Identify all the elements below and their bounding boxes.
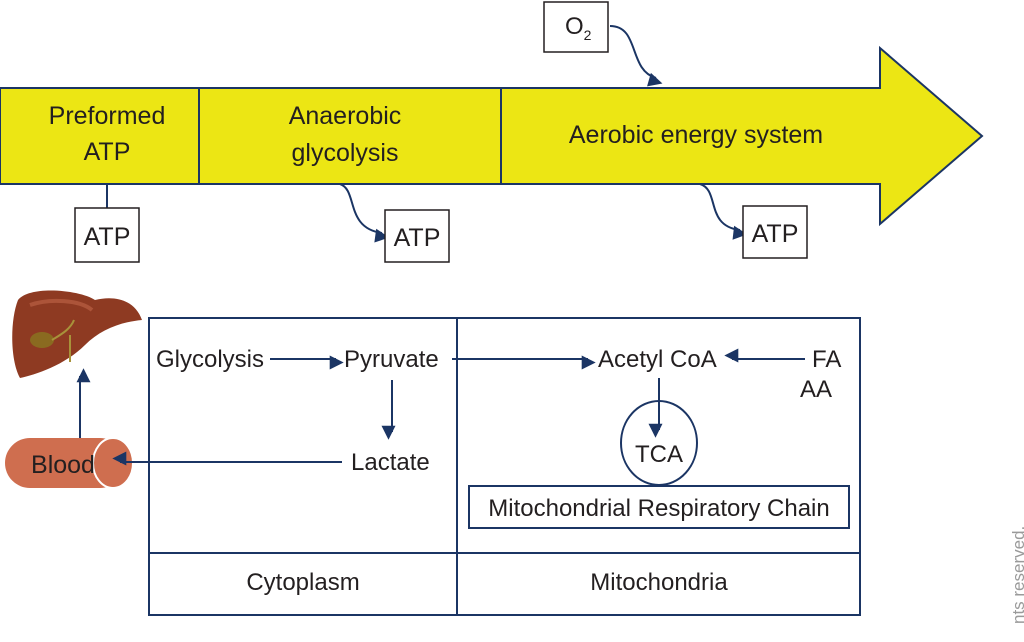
tca-label: TCA (635, 441, 683, 468)
atp-box-preformed (74, 207, 140, 263)
stage-preformed-line2: ATP (84, 138, 131, 166)
energy-timeline-arrow (0, 45, 984, 227)
acetyl-coa-label: Acetyl CoA (598, 346, 717, 373)
stage-anaerobic-line1: Anaerobic (289, 102, 402, 130)
atp-box-anaerobic (384, 209, 450, 263)
anaerobic-atp-arrow (339, 183, 390, 243)
fa-label: FA (812, 346, 841, 373)
lactate-label: Lactate (351, 449, 430, 476)
respiratory-chain-box (468, 485, 850, 529)
atp-label: ATP (84, 223, 131, 251)
aerobic-atp-arrow (699, 183, 748, 240)
copyright-text: nts reserved. (1009, 526, 1024, 624)
stage-preformed-line1: Preformed (49, 102, 166, 130)
atp-label: ATP (394, 224, 441, 252)
oxygen-label: O2 (565, 13, 592, 43)
stage-aerobic: Aerobic energy system (569, 121, 823, 149)
liver-illustration (12, 290, 142, 378)
cytoplasm-label: Cytoplasm (246, 569, 359, 596)
cell-compartment-box (148, 317, 861, 616)
stage-anaerobic-line2: glycolysis (292, 139, 399, 167)
respiratory-chain-label: Mitochondrial Respiratory Chain (488, 495, 829, 522)
oxygen-box (543, 1, 609, 53)
atp-label: ATP (752, 220, 799, 248)
atp-box-aerobic (742, 205, 808, 259)
glycolysis-label: Glycolysis (156, 346, 264, 373)
aa-label: AA (800, 376, 832, 403)
pyruvate-label: Pyruvate (344, 346, 439, 373)
blood-vessel[interactable]: Blood (5, 437, 134, 489)
oxygen-arrow (609, 25, 663, 87)
mitochondria-label: Mitochondria (590, 569, 728, 596)
blood-label: Blood (31, 451, 95, 479)
